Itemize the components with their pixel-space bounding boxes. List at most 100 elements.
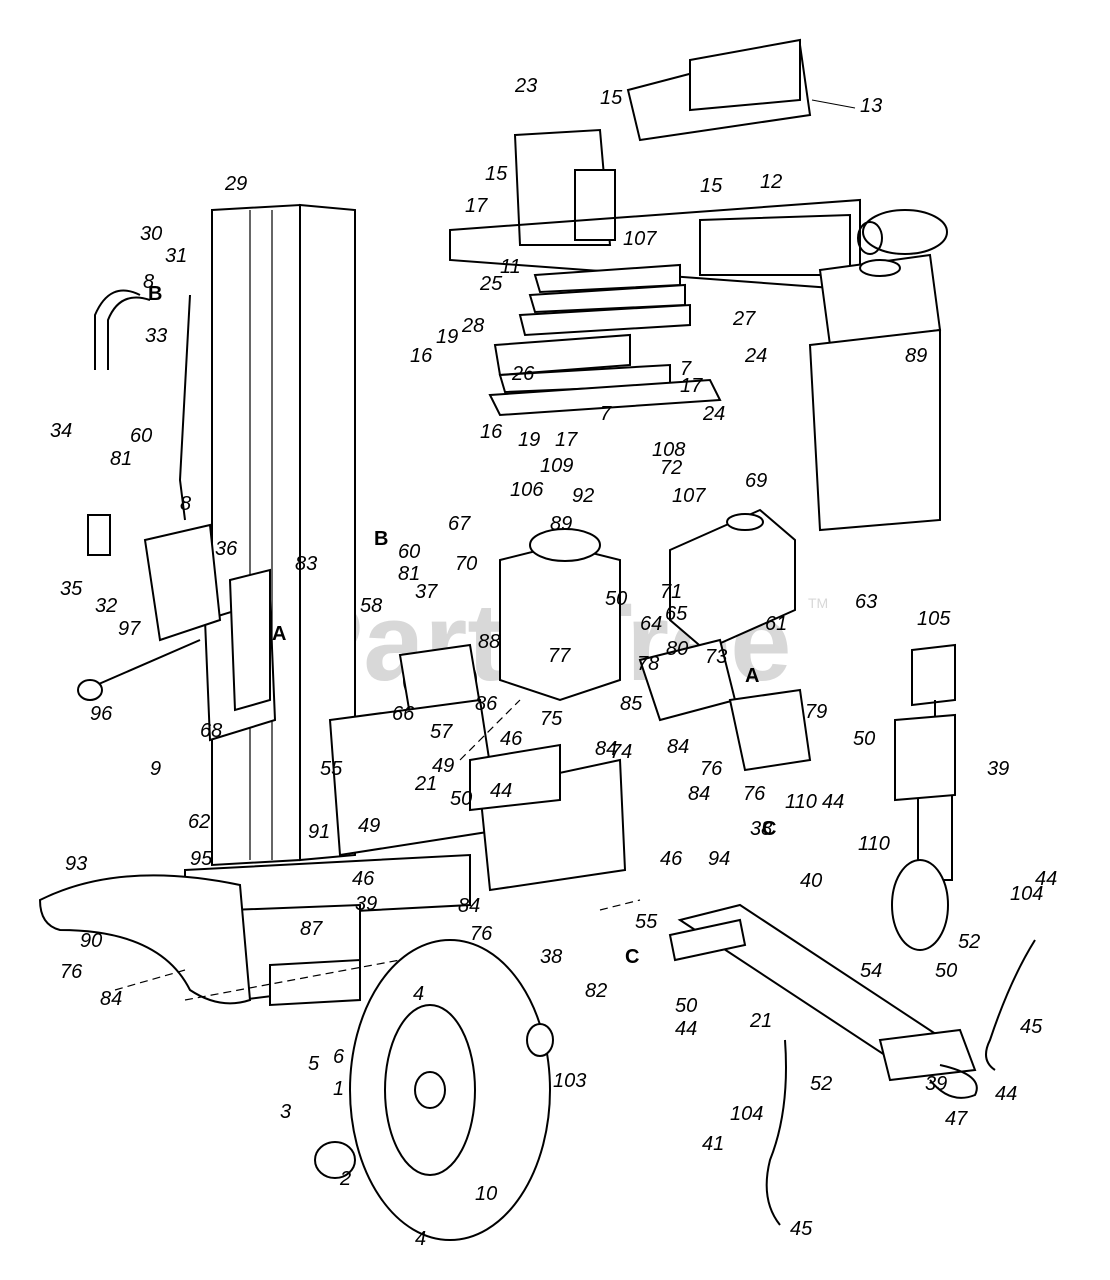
callout-88: 88	[478, 631, 500, 653]
callout-32: 32	[95, 595, 117, 617]
callout-10: 10	[475, 1183, 497, 1205]
callout-4b: 4	[415, 1228, 426, 1250]
callout-69: 69	[745, 470, 767, 492]
callout-31: 31	[165, 245, 187, 267]
callout-92: 92	[572, 485, 594, 507]
callout-23: 23	[514, 75, 537, 97]
callout-36: 36	[215, 538, 238, 560]
callout-24b: 24	[702, 403, 725, 425]
callout-76b: 76	[743, 783, 766, 805]
wheel	[314, 939, 554, 1241]
callout-44d: 44	[675, 1018, 697, 1040]
callout-44b: 44	[490, 780, 512, 802]
callout-38a: 38	[750, 818, 772, 840]
lift-frame	[328, 698, 627, 892]
engine-small	[499, 528, 812, 772]
callout-9: 9	[150, 758, 161, 780]
callout-106: 106	[510, 479, 544, 501]
callout-72: 72	[660, 457, 682, 479]
callout-81b: 81	[398, 563, 420, 585]
callout-84b: 84	[667, 736, 689, 758]
callout-104a: 104	[1010, 883, 1043, 905]
callout-27: 27	[732, 308, 756, 330]
callout-25: 25	[479, 273, 503, 295]
callout-60a: 60	[130, 425, 152, 447]
callout-39a: 39	[987, 758, 1009, 780]
callout-2: 2	[339, 1168, 351, 1190]
callout-44a: 44	[822, 791, 844, 813]
callout-46b: 46	[660, 848, 683, 870]
callout-71: 71	[660, 581, 682, 603]
callout-76c: 76	[470, 923, 493, 945]
callout-67: 67	[448, 513, 471, 535]
cylinder-tank	[398, 508, 796, 717]
callout-21b: 21	[749, 1010, 772, 1032]
callout-103: 103	[553, 1070, 586, 1092]
callout-33: 33	[145, 325, 167, 347]
callout-62: 62	[188, 811, 210, 833]
callout-109: 109	[540, 455, 573, 477]
callout-4a: 4	[413, 983, 424, 1005]
callout-39c: 39	[925, 1073, 947, 1095]
callout-50d: 50	[935, 960, 957, 982]
callout-16a: 16	[410, 345, 433, 367]
callout-96: 96	[90, 703, 113, 725]
callout-85: 85	[620, 693, 643, 715]
callout-21a: 21	[414, 773, 437, 795]
callout-79: 79	[805, 701, 827, 723]
callout-8a: 8	[143, 271, 154, 293]
engine-large	[808, 253, 942, 532]
callout-65: 65	[665, 603, 688, 625]
callout-5: 5	[308, 1053, 320, 1075]
callout-labels: 13 23 15 12 15 15 29 17 107 30 31 11 8 2…	[50, 75, 1057, 1250]
callout-26: 26	[511, 363, 535, 385]
callout-7b: 7	[600, 403, 612, 425]
letter-b-mid: B	[374, 528, 388, 550]
callout-29: 29	[224, 173, 247, 195]
callout-108: 108	[652, 439, 685, 461]
callout-84e: 84	[100, 988, 122, 1010]
letter-c-top: C	[762, 818, 776, 840]
callout-40: 40	[800, 870, 822, 892]
callout-78: 78	[637, 653, 659, 675]
callout-19b: 19	[518, 429, 540, 451]
jack-stand	[891, 643, 956, 951]
callout-28: 28	[461, 315, 484, 337]
callout-58: 58	[360, 595, 382, 617]
callout-81a: 81	[110, 448, 132, 470]
callout-35: 35	[60, 578, 83, 600]
callout-97: 97	[118, 618, 141, 640]
callout-91: 91	[308, 821, 330, 843]
callout-89b: 89	[550, 513, 572, 535]
callout-50b: 50	[853, 728, 875, 750]
callout-84a: 84	[595, 738, 617, 760]
callout-1: 1	[333, 1078, 344, 1100]
callout-110a: 110	[785, 791, 817, 813]
callout-8b: 8	[180, 493, 191, 515]
callout-74: 74	[610, 741, 632, 763]
callout-38b: 38	[540, 946, 562, 968]
callout-6: 6	[333, 1046, 345, 1068]
callout-57: 57	[430, 721, 453, 743]
callout-37: 37	[415, 581, 438, 603]
callout-45b: 45	[790, 1218, 813, 1240]
callout-93: 93	[65, 853, 87, 875]
callout-76a: 76	[700, 758, 723, 780]
callout-13: 13	[860, 95, 882, 117]
watermark-tm: TM	[808, 595, 828, 611]
callout-12: 12	[760, 171, 782, 193]
callout-55a: 55	[320, 758, 343, 780]
callout-3: 3	[280, 1101, 291, 1123]
callout-73: 73	[705, 646, 727, 668]
callout-76d: 76	[60, 961, 83, 983]
callout-75: 75	[540, 708, 563, 730]
callout-66: 66	[392, 703, 415, 725]
callout-47: 47	[945, 1108, 968, 1130]
callout-15a: 15	[600, 87, 623, 109]
letter-b-top: B	[148, 283, 162, 305]
callout-84d: 84	[458, 895, 480, 917]
letter-a-left: A	[272, 623, 286, 645]
callout-11: 11	[500, 256, 521, 278]
callout-61: 61	[765, 613, 787, 635]
callout-17b: 17	[680, 375, 703, 397]
